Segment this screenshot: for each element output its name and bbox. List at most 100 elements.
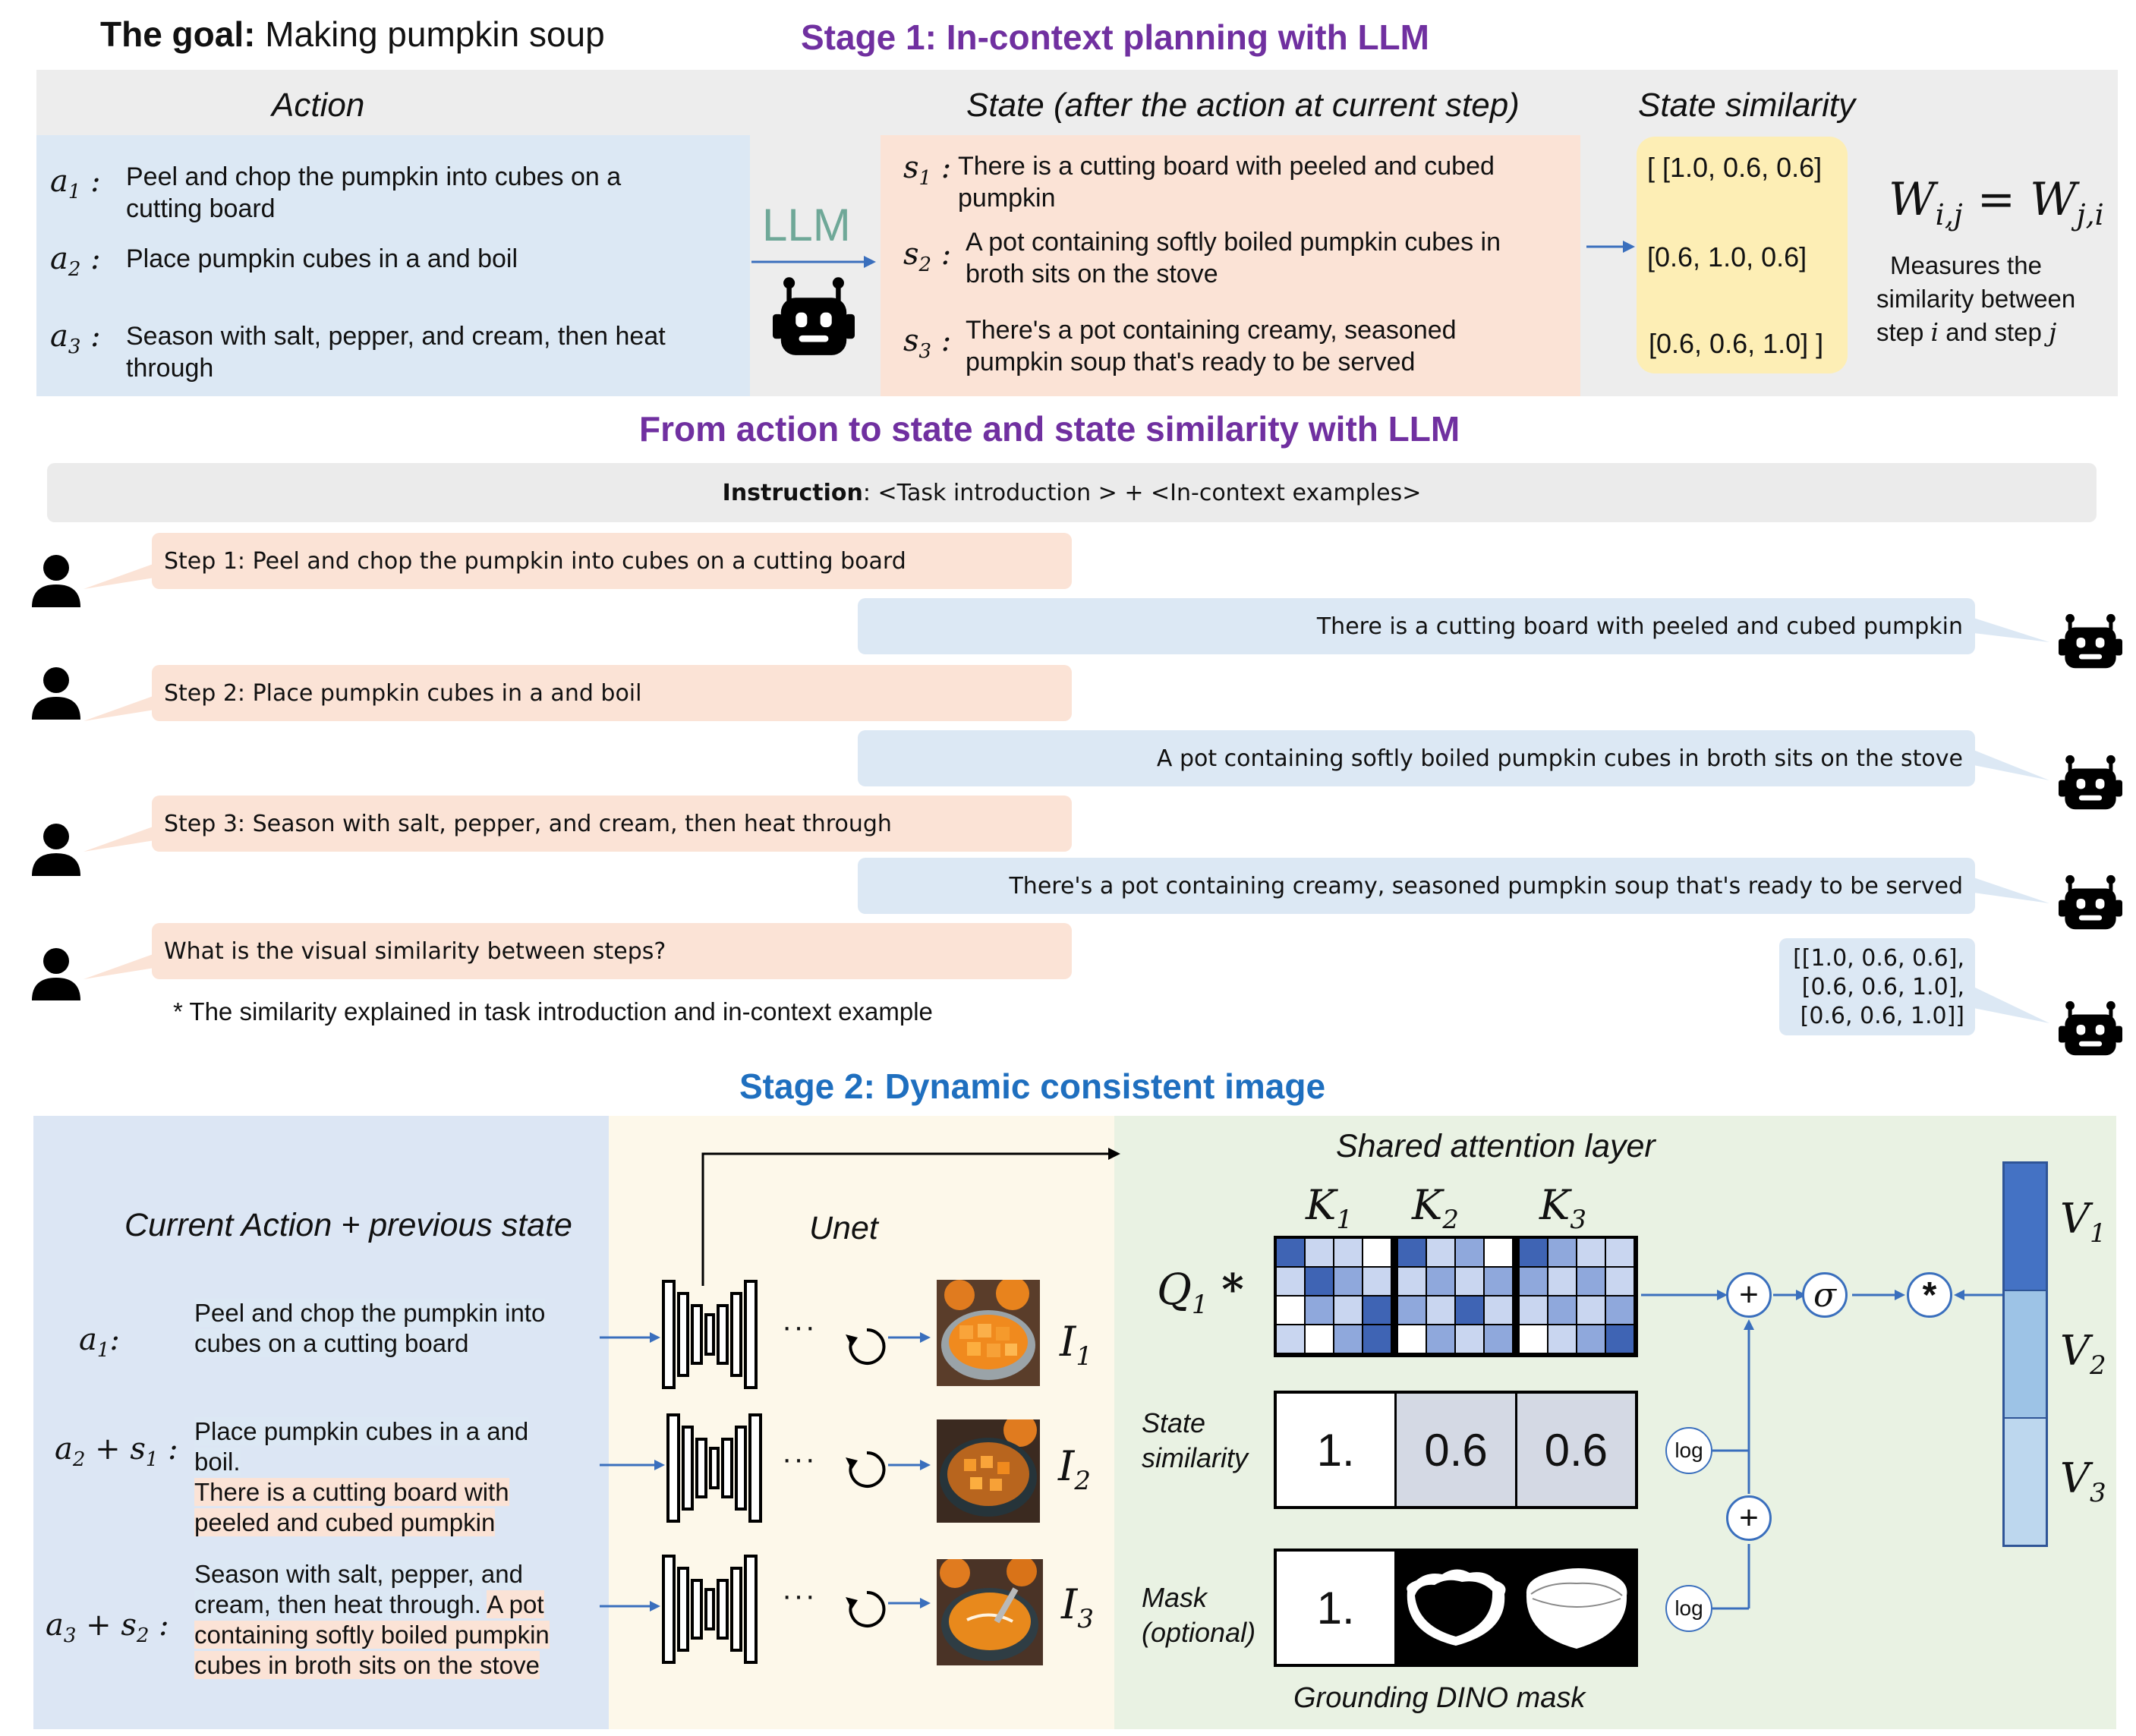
- attention-grid-cell: [1306, 1239, 1333, 1266]
- instruction-bar: Instruction: <Task introduction > + <In-…: [47, 463, 2097, 522]
- state-symbol-3: s3 :: [903, 323, 952, 363]
- attention-grid-cell: [1277, 1296, 1304, 1324]
- value-cell-1: [2005, 1164, 2046, 1291]
- attention-grid-cell: [1548, 1296, 1576, 1324]
- dialog-footnote: * The similarity explained in task intro…: [173, 997, 933, 1026]
- attention-grid-cell: [1577, 1268, 1605, 1295]
- value-cell-2: [2005, 1291, 2046, 1419]
- similarity-column-header: State similarity: [1638, 87, 1856, 124]
- stage2-title: Stage 2: Dynamic consistent image: [739, 1066, 1326, 1106]
- input-action-1: Peel and chop the pumpkin into cubes on …: [194, 1299, 546, 1357]
- similarity-row-2: [0.6, 1.0, 0.6]: [1647, 241, 1807, 273]
- attention-grid-cell: [1606, 1268, 1634, 1295]
- state-text-2: A pot containing softly boiled pumpkin c…: [966, 228, 1501, 288]
- attention-grid-cell: [1606, 1296, 1634, 1324]
- attention-grid-cell: [1398, 1296, 1426, 1324]
- attention-grid-cell: [1398, 1325, 1426, 1353]
- attention-grid-cell: [1427, 1268, 1454, 1295]
- attention-grid-cell: [1485, 1268, 1512, 1295]
- user-avatar-icon: [32, 948, 80, 1000]
- state-similarity-cells: 1. 0.6 0.6: [1274, 1391, 1638, 1509]
- robot-icon: [2059, 613, 2122, 669]
- user-message-1: Step 1: Peel and chop the pumpkin into c…: [152, 533, 1072, 589]
- state-column-header: State (after the action at current step): [966, 87, 1520, 124]
- state-text-1: There is a cutting board with peeled and…: [958, 152, 1495, 213]
- measures-line-1: Measures the: [1890, 251, 2042, 279]
- key-label-3: K3: [1539, 1181, 1586, 1235]
- bot-bubble-tails: [1974, 618, 2049, 1023]
- value-label-2: V2: [2060, 1327, 2106, 1381]
- value-label-3: V3: [2060, 1454, 2106, 1508]
- bot-matrix-row-2: [0.6, 0.6, 1.0],: [1801, 974, 1964, 1000]
- attention-grid-cell: [1520, 1239, 1547, 1266]
- attention-key-grids: [1274, 1236, 1638, 1357]
- log-operator-1: log: [1665, 1427, 1712, 1474]
- attention-grid-cell: [1277, 1325, 1304, 1353]
- state-similarity-label: State similarity: [1142, 1407, 1248, 1473]
- input-label-1: a1:: [79, 1322, 120, 1362]
- image-label-1: I1: [1060, 1318, 1092, 1372]
- robot-icon: [2059, 1000, 2122, 1056]
- attention-title: Shared attention layer: [1336, 1128, 1656, 1164]
- value-vector: [2002, 1161, 2048, 1547]
- stage1-title: Stage 1: In-context planning with LLM: [801, 17, 1429, 57]
- log-operator-2: log: [1665, 1585, 1712, 1632]
- attention-grid-cell: [1363, 1268, 1391, 1295]
- image-chopped-pumpkin: [937, 1280, 1040, 1386]
- measures-line-3: step i and step j: [1876, 317, 2057, 347]
- key-label-2: K2: [1412, 1181, 1459, 1235]
- key-label-1: K1: [1306, 1181, 1353, 1235]
- bowl-mask-icon: [1407, 1569, 1506, 1646]
- bot-message-1: There is a cutting board with peeled and…: [858, 598, 1975, 654]
- attention-grid-cell: [1398, 1268, 1426, 1295]
- image-label-2: I2: [1058, 1442, 1091, 1496]
- attention-grid-cell: [1606, 1325, 1634, 1353]
- ellipsis-3: ···: [782, 1579, 817, 1612]
- attention-grid-cell: [1306, 1325, 1333, 1353]
- action-text-1: Peel and chop the pumpkin into cubes on …: [126, 162, 622, 223]
- state-to-similarity-arrow: [1586, 241, 1635, 253]
- input-text-3: Season with salt, pepper, and cream, the…: [194, 1559, 559, 1681]
- attention-grid-cell: [1548, 1325, 1576, 1353]
- attention-grid-cell: [1334, 1296, 1362, 1324]
- add-operator-1: +: [1726, 1272, 1772, 1318]
- goal-heading: The goal: Making pumpkin soup: [100, 14, 605, 55]
- user-avatar-icon: [32, 667, 80, 720]
- attention-grid-cell: [1577, 1296, 1605, 1324]
- ellipsis-2: ···: [782, 1442, 817, 1476]
- operator-connectors: [1641, 1290, 2004, 1610]
- robot-icon: [2059, 755, 2122, 810]
- image-pumpkin-soup: [937, 1559, 1043, 1665]
- action-text-2: Place pumpkin cubes in a and boil: [126, 244, 518, 273]
- measures-line-2: similarity between: [1876, 285, 2076, 313]
- attention-grid-cell: [1334, 1239, 1362, 1266]
- actions-box: [36, 135, 750, 396]
- user-message-4: What is the visual similarity between st…: [152, 923, 1072, 979]
- attention-grid-cell: [1606, 1239, 1634, 1266]
- attention-grid-cell: [1456, 1296, 1483, 1324]
- attention-grid-cell: [1577, 1325, 1605, 1353]
- mask-cells: 1.: [1274, 1549, 1638, 1667]
- action-column-header: Action: [272, 87, 365, 124]
- user-bubble-tails: [83, 562, 159, 979]
- attention-grid-cell: [1306, 1296, 1333, 1324]
- attention-grid-cell: [1306, 1268, 1333, 1295]
- user-avatar-icon: [32, 555, 80, 607]
- action-symbol-2: a2 :: [50, 241, 101, 281]
- state-symbol-2: s2 :: [903, 237, 952, 276]
- sigma-operator: σ: [1802, 1272, 1848, 1318]
- attention-grid-cell: [1520, 1268, 1547, 1295]
- attention-grid-cell: [1334, 1325, 1362, 1353]
- attention-grid-cell: [1363, 1325, 1391, 1353]
- states-box: [881, 135, 1580, 396]
- input-state-2: There is a cutting board with peeled and…: [194, 1478, 509, 1536]
- attention-grid-cell: [1277, 1268, 1304, 1295]
- action-symbol-3: a3 :: [50, 319, 101, 358]
- robot-icon: [2059, 874, 2122, 930]
- attention-grid-cell: [1485, 1296, 1512, 1324]
- input-label-2: a2 + s1 :: [55, 1432, 178, 1471]
- attention-grid-cell: [1277, 1239, 1304, 1266]
- input-text-1: Peel and chop the pumpkin into cubes on …: [194, 1298, 559, 1359]
- image-label-3: I3: [1061, 1580, 1094, 1634]
- attention-grid-cell: [1485, 1325, 1512, 1353]
